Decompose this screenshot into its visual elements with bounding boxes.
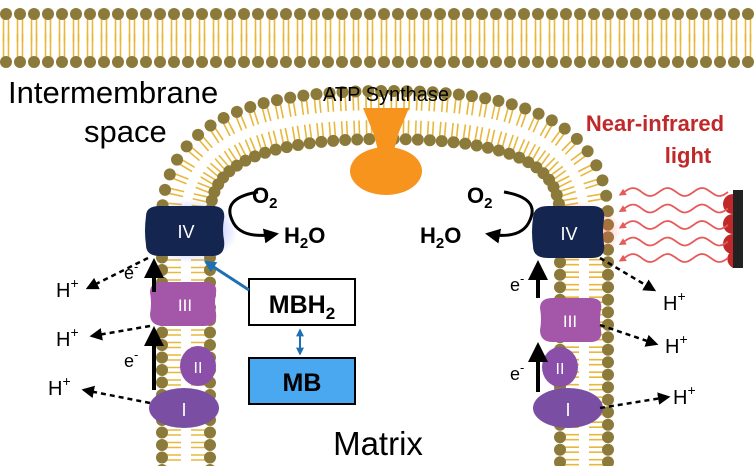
- mbh2-label: MBH2: [269, 291, 335, 323]
- proton-label: H+: [673, 382, 696, 409]
- mb-box: MB: [248, 357, 356, 405]
- complex-i-left: I: [149, 388, 219, 428]
- electron-labels: e- e- e- e-: [124, 259, 524, 384]
- mb-label: MB: [283, 369, 322, 397]
- o2-label: O2: [467, 183, 492, 212]
- complex-iv-label: IV: [177, 222, 194, 242]
- proton-labels: H+ H+ H+ H+ H+ H+: [48, 275, 696, 409]
- nir-label-2: light: [665, 143, 712, 168]
- complex-iii-label: III: [178, 296, 192, 315]
- nir-waves: [618, 187, 729, 263]
- h2o-label: H2O: [420, 223, 461, 252]
- complex-i-label: I: [181, 400, 186, 420]
- electron-flow-arrows: [144, 258, 548, 392]
- proton-arrows: [81, 256, 671, 410]
- reaction-arrow: [485, 190, 534, 244]
- nir-wave: [618, 220, 729, 230]
- proton-label: H+: [56, 324, 79, 351]
- complex-ii-right: II: [542, 347, 578, 387]
- nir-wave: [618, 236, 729, 247]
- complex-iii-label: III: [563, 312, 577, 331]
- complex-iv-left: IV: [145, 206, 225, 256]
- complex-i-label: I: [565, 400, 570, 420]
- nir-wave: [618, 253, 729, 263]
- proton-label: H+: [56, 275, 79, 302]
- proton-label: H+: [665, 331, 688, 358]
- electron-label: e-: [124, 259, 138, 283]
- electron-label: e-: [124, 347, 138, 371]
- complex-iv-label: IV: [560, 224, 577, 244]
- proton-label: H+: [663, 288, 686, 315]
- nir-wave: [618, 203, 729, 214]
- complex-ii-label: II: [556, 361, 565, 378]
- proton-label: H+: [48, 373, 71, 400]
- mbh2-to-complex-iv-arrow: [203, 260, 250, 292]
- complex-ii-label: II: [194, 360, 203, 377]
- h2o-label: H2O: [284, 223, 325, 252]
- reaction-left: O2 H2O: [228, 183, 325, 252]
- atp-synthase-label: ATP Synthase: [323, 84, 449, 106]
- nir-label: Near-infrared: [586, 111, 724, 136]
- complex-iv-right: IV: [532, 206, 605, 258]
- o2-label: O2: [252, 183, 277, 212]
- electron-label: e-: [510, 360, 524, 384]
- matrix-label: Matrix: [333, 425, 423, 462]
- complex-iii-left: III: [150, 282, 217, 326]
- intermembrane-label: Intermembrane: [8, 75, 218, 110]
- intermembrane-label-2: space: [84, 114, 167, 149]
- reaction-arrow: [228, 190, 279, 244]
- reaction-right: O2 H2O: [420, 183, 534, 252]
- complex-iii-right: III: [540, 298, 602, 342]
- nir-wave: [618, 187, 729, 197]
- mbh2-box: MBH2: [248, 278, 356, 326]
- electron-label: e-: [510, 271, 524, 295]
- light-source-icon: [723, 190, 743, 268]
- complex-i-right: I: [533, 388, 603, 428]
- complex-ii-left: II: [180, 346, 216, 386]
- outer-membrane: [0, 8, 754, 68]
- atp-synthase: [350, 108, 422, 195]
